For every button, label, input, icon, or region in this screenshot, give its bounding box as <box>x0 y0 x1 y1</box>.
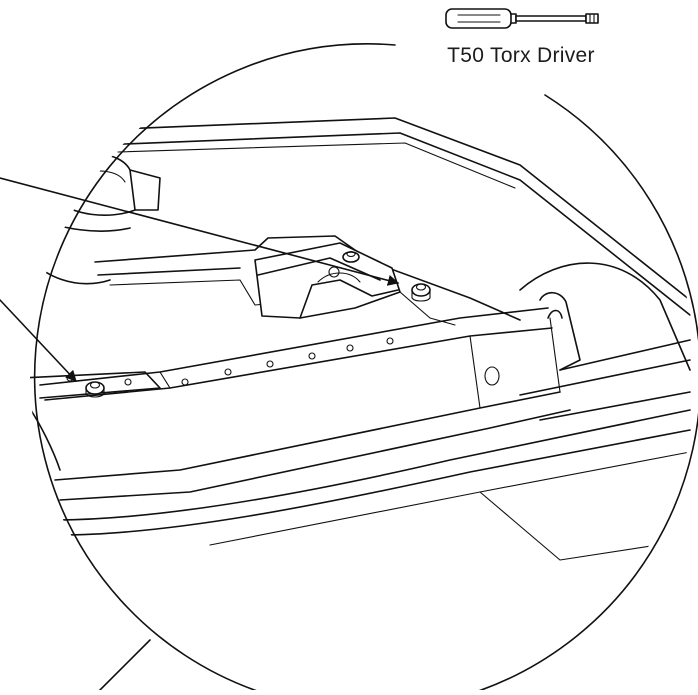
screwdriver-icon <box>445 8 599 29</box>
magnifier-circle <box>33 43 698 695</box>
callout-arrow-lower <box>0 299 77 382</box>
detail-view <box>30 117 691 561</box>
leader-line <box>99 639 151 691</box>
callout-arrow-upper <box>0 177 400 286</box>
tool-label: T50 Torx Driver <box>447 44 595 67</box>
